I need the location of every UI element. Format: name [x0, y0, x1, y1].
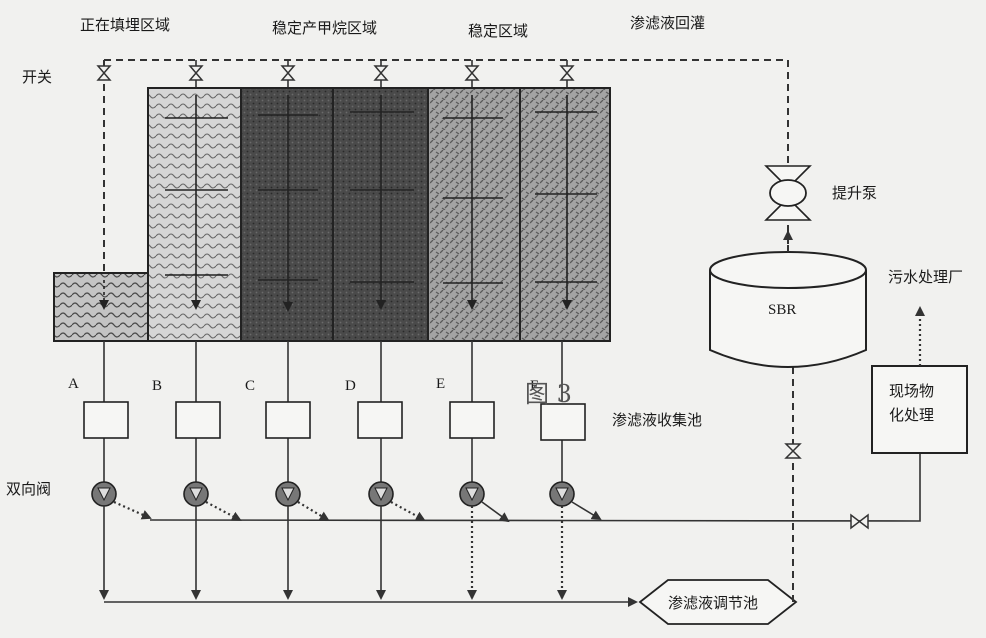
- two-way-valves: [91, 481, 575, 507]
- collection-main-line: [149, 453, 921, 522]
- valve-branch-lines: [113, 500, 602, 523]
- label-two-way-valve: 双向阀: [6, 480, 51, 498]
- two-way-valve-e[interactable]: [459, 481, 485, 507]
- cell-e-body: [427, 87, 521, 342]
- cell-f-body: [519, 87, 611, 342]
- cell-label-b: B: [152, 378, 162, 394]
- label-switch: 开关: [22, 68, 52, 86]
- switch-valve-f[interactable]: [559, 65, 575, 81]
- switch-valve-c[interactable]: [280, 65, 296, 81]
- label-onsite-treatment-1: 现场物: [889, 382, 934, 400]
- cell-outlet-pipes: [103, 341, 563, 482]
- sbr-tank: [709, 251, 867, 368]
- collection-tanks: [83, 401, 586, 441]
- two-way-valve-a[interactable]: [91, 481, 117, 507]
- lift-pump[interactable]: [764, 165, 812, 221]
- cell-labels: A B C D E F: [68, 376, 538, 394]
- label-leachate-recirculation: 渗滤液回灌: [630, 14, 705, 32]
- label-sbr: SBR: [768, 302, 796, 318]
- label-regulating-tank: 渗滤液调节池: [668, 594, 758, 612]
- cell-label-d: D: [345, 378, 356, 394]
- label-methane-zone: 稳定产甲烷区域: [272, 19, 377, 37]
- cell-a-body: [53, 272, 149, 342]
- sbr-feed-valve[interactable]: [784, 443, 802, 459]
- label-stable-zone: 稳定区域: [468, 22, 528, 40]
- onsite-treatment-box: [871, 365, 968, 454]
- label-wastewater-plant: 污水处理厂: [888, 268, 963, 286]
- cell-label-e: E: [436, 376, 445, 392]
- switch-valve-d[interactable]: [373, 65, 389, 81]
- cell-label-f: F: [530, 378, 538, 394]
- label-collection-tank: 渗滤液收集池: [612, 411, 702, 429]
- cell-label-c: C: [245, 378, 255, 394]
- cell-c-body: [240, 87, 334, 342]
- label-filling-zone: 正在填埋区域: [80, 16, 170, 34]
- cell-internal-arrowheads: [99, 300, 572, 312]
- switch-valve-a[interactable]: [96, 65, 112, 81]
- recirculation-line: [104, 59, 789, 165]
- regulating-tank: [638, 579, 798, 625]
- two-way-valve-c[interactable]: [275, 481, 301, 507]
- switch-valve-b[interactable]: [188, 65, 204, 81]
- main-line-valve[interactable]: [850, 513, 869, 530]
- valve-down-lines: [99, 506, 567, 600]
- switch-valve-e[interactable]: [464, 65, 480, 81]
- figure-number: 图 3: [525, 380, 572, 408]
- two-way-valve-d[interactable]: [368, 481, 394, 507]
- cell-internal-pipes: [103, 95, 597, 305]
- two-way-valve-f[interactable]: [549, 481, 575, 507]
- cell-label-a: A: [68, 376, 79, 392]
- label-lift-pump: 提升泵: [832, 184, 877, 202]
- label-onsite-treatment-2: 化处理: [889, 406, 934, 424]
- two-way-valve-b[interactable]: [183, 481, 209, 507]
- cell-b-body: [147, 87, 242, 342]
